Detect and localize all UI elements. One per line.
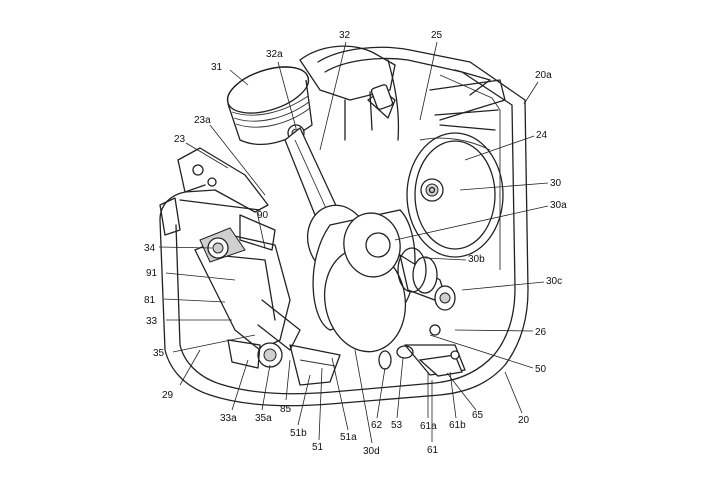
label-29: 29 — [162, 390, 174, 401]
label-35a: 35a — [255, 413, 272, 424]
label-32a: 32a — [266, 49, 283, 60]
label-51a: 51a — [340, 432, 357, 443]
crankshaft — [306, 204, 456, 353]
leader-lines — [158, 41, 549, 444]
label-90: 90 — [257, 210, 269, 221]
reference-labels: 31 32a 32 25 20a 23a 23 24 30 30a 90 34 … — [144, 30, 567, 457]
label-33a: 33a — [220, 413, 237, 424]
label-31: 31 — [211, 62, 223, 73]
label-30d: 30d — [363, 446, 380, 457]
label-30b: 30b — [468, 254, 485, 265]
left-mounting-bracket — [159, 147, 269, 236]
label-91: 91 — [146, 268, 158, 279]
lower-sump-parts — [289, 324, 466, 386]
rotor-disc — [406, 132, 504, 258]
label-51: 51 — [312, 442, 324, 453]
label-34: 34 — [144, 243, 156, 254]
label-65: 65 — [472, 410, 484, 421]
label-23a: 23a — [194, 115, 211, 126]
label-81: 81 — [144, 295, 156, 306]
label-23: 23 — [174, 134, 186, 145]
label-20: 20 — [518, 415, 530, 426]
label-35: 35 — [153, 348, 165, 359]
label-33: 33 — [146, 316, 158, 327]
label-61b: 61b — [449, 420, 466, 431]
balancer-arm — [194, 214, 301, 351]
label-26: 26 — [535, 327, 547, 338]
label-30a: 30a — [550, 200, 567, 211]
label-32: 32 — [339, 30, 351, 41]
cylinder-block — [299, 45, 396, 141]
label-61: 61 — [427, 445, 439, 456]
label-30c: 30c — [546, 276, 562, 287]
cooling-fins — [419, 69, 506, 151]
label-62: 62 — [371, 420, 383, 431]
label-50: 50 — [535, 364, 547, 375]
label-30: 30 — [550, 178, 562, 189]
piston — [226, 66, 313, 145]
label-25: 25 — [431, 30, 443, 41]
label-53: 53 — [391, 420, 403, 431]
label-85: 85 — [280, 404, 292, 415]
label-61a: 61a — [420, 421, 437, 432]
label-20a: 20a — [535, 70, 552, 81]
link-pin — [227, 339, 283, 369]
crankcase-housing — [159, 46, 529, 407]
label-51b: 51b — [290, 428, 307, 439]
label-24: 24 — [536, 130, 548, 141]
